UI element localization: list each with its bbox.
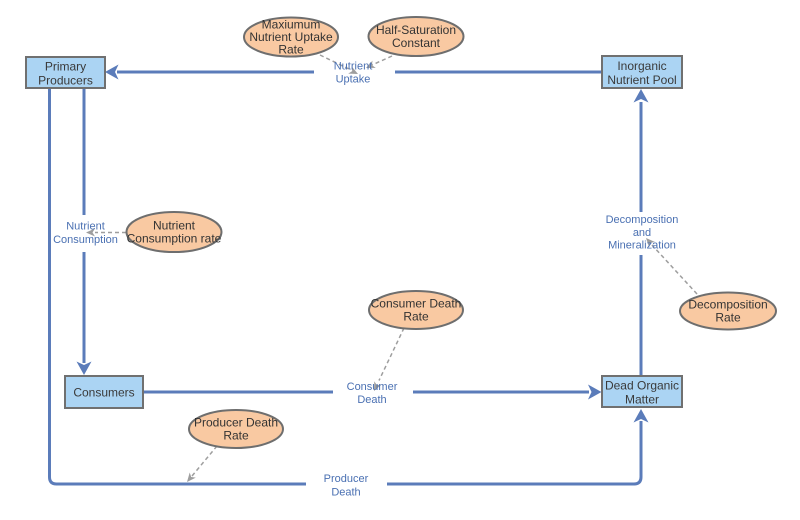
- svg-text:Nutrient: Nutrient: [153, 219, 196, 233]
- svg-text:Consumption rate: Consumption rate: [127, 232, 222, 246]
- svg-text:Rate: Rate: [223, 429, 249, 443]
- svg-text:Producer Death: Producer Death: [194, 416, 278, 430]
- svg-text:Producers: Producers: [38, 74, 93, 88]
- svg-text:Maxiumum: Maxiumum: [262, 18, 321, 32]
- svg-text:Death: Death: [357, 394, 386, 406]
- svg-text:Rate: Rate: [278, 43, 304, 57]
- svg-text:Nutrient: Nutrient: [66, 221, 105, 233]
- svg-text:Inorganic: Inorganic: [617, 59, 666, 73]
- svg-text:Nutrient Uptake: Nutrient Uptake: [249, 30, 333, 44]
- svg-text:and: and: [633, 227, 651, 239]
- svg-text:Rate: Rate: [403, 310, 429, 324]
- svg-text:Consumers: Consumers: [73, 386, 134, 400]
- svg-text:Rate: Rate: [715, 311, 741, 325]
- svg-text:Constant: Constant: [392, 36, 441, 50]
- svg-text:Primary: Primary: [45, 60, 86, 74]
- svg-text:Nutrient: Nutrient: [334, 61, 373, 73]
- svg-text:Matter: Matter: [625, 393, 659, 407]
- svg-text:Producer: Producer: [324, 473, 369, 485]
- svg-text:Half-Saturation: Half-Saturation: [376, 23, 456, 37]
- svg-text:Consumption: Consumption: [53, 234, 118, 246]
- svg-text:Decomposition: Decomposition: [606, 214, 679, 226]
- svg-text:Mineralization: Mineralization: [608, 240, 676, 252]
- svg-text:Nutrient Pool: Nutrient Pool: [607, 73, 676, 87]
- svg-text:Uptake: Uptake: [336, 74, 371, 86]
- svg-text:Consumer: Consumer: [347, 381, 398, 393]
- svg-text:Consumer Death: Consumer Death: [371, 297, 462, 311]
- svg-text:Decomposition: Decomposition: [688, 298, 767, 312]
- svg-text:Dead Organic: Dead Organic: [605, 379, 679, 393]
- svg-text:Death: Death: [331, 487, 360, 499]
